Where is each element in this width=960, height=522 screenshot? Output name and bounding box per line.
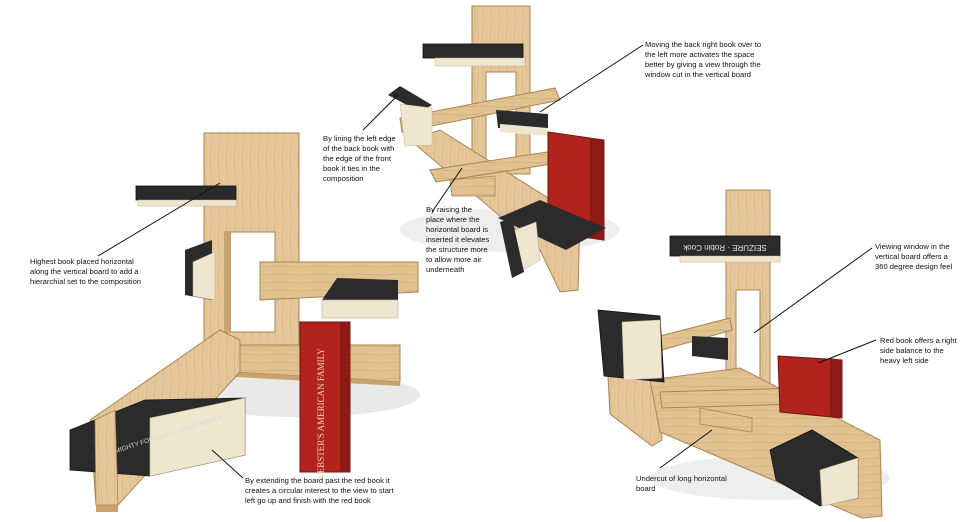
leader-extending-board <box>211 449 244 479</box>
back-right-book <box>321 278 399 319</box>
leader-lining-edge <box>362 94 399 131</box>
top-book-middle <box>422 43 526 67</box>
red-book-spine-title: WEBSTER'S AMERICAN FAMILY <box>316 348 326 482</box>
undercut-insert <box>699 407 753 433</box>
annotation-raising-place: By raising the place where the horizonta… <box>426 205 490 274</box>
top-book-seizure: SEIZURE · Robin Cook <box>669 235 781 263</box>
annotation-highest-book: Highest book placed horizontal along the… <box>30 257 142 286</box>
leader-raising-place <box>431 167 463 213</box>
front-book-right <box>769 429 859 507</box>
annotation-moving-back-book: Moving the back right book over to the l… <box>645 40 762 79</box>
annotation-undercut: Undercut of long horizontal board <box>636 474 727 493</box>
leader-viewing-window <box>753 247 873 334</box>
leader-undercut <box>659 429 713 469</box>
left-tilted-book <box>388 86 433 147</box>
annotation-leader-lines <box>97 44 877 479</box>
red-book-right <box>777 355 843 419</box>
annotation-viewing-window: Viewing window in the vertical board off… <box>875 242 953 271</box>
leader-red-book <box>817 339 877 364</box>
leader-highest-book <box>97 182 221 257</box>
left-tall-book <box>597 309 665 383</box>
top-book-spine-title: SEIZURE · Robin Cook <box>682 243 767 252</box>
red-book-webster: WEBSTER'S AMERICAN FAMILY <box>299 321 351 482</box>
side-book-left <box>185 240 216 301</box>
back-horizontal-board <box>399 87 561 133</box>
left-sculpture: WEBSTER'S AMERICAN FAMILY A MIGHTY FORTR… <box>69 132 420 512</box>
middle-sculpture <box>388 5 620 293</box>
front-book-middle <box>498 200 606 278</box>
back-small-book <box>692 336 728 360</box>
right-sculpture: SEIZURE · Robin Cook <box>597 189 890 519</box>
annotation-lining-edge: By lining the left edge of the back book… <box>323 134 396 183</box>
annotation-red-book-balance: Red book offers a right side balance to … <box>880 336 957 365</box>
raised-insert-block <box>449 175 496 197</box>
back-right-book-middle <box>496 110 548 136</box>
leader-moving-back-book <box>539 44 644 113</box>
cross-board <box>659 387 799 409</box>
annotation-extending-board: By extending the board past the red book… <box>245 476 394 505</box>
